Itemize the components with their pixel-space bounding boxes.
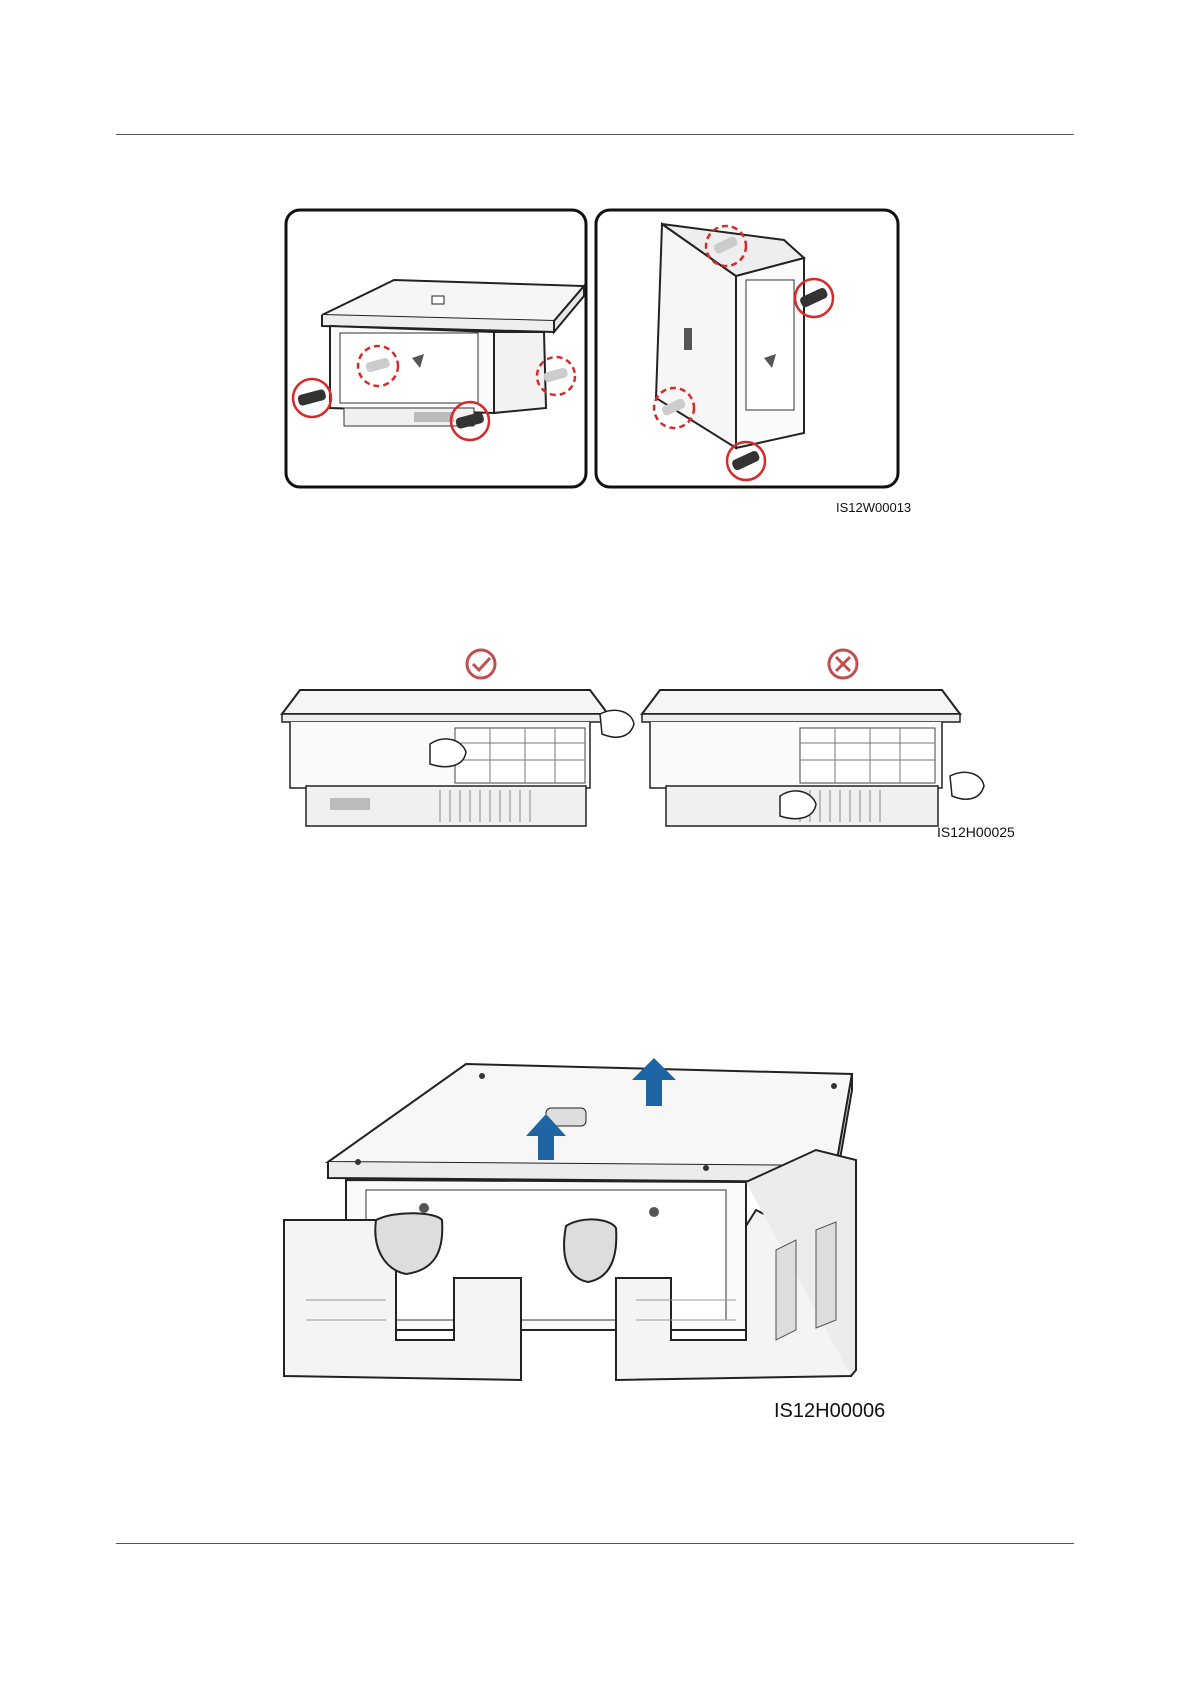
unit-correct <box>282 690 634 826</box>
panel-upright <box>596 210 898 487</box>
figure-id-3: IS12H00006 <box>774 1400 885 1423</box>
footer-rule <box>116 1543 1074 1544</box>
check-icon <box>467 650 495 678</box>
figure-id-1: IS12W00013 <box>836 500 911 515</box>
figure-carry-position <box>280 648 1000 838</box>
header-rule <box>116 134 1074 135</box>
cross-icon <box>829 650 857 678</box>
figure-lift-out <box>276 1050 896 1410</box>
panel-flat <box>286 210 586 487</box>
figure-handles <box>284 208 904 513</box>
unit-incorrect <box>642 690 984 826</box>
figure-id-2: IS12H00025 <box>937 824 1015 840</box>
